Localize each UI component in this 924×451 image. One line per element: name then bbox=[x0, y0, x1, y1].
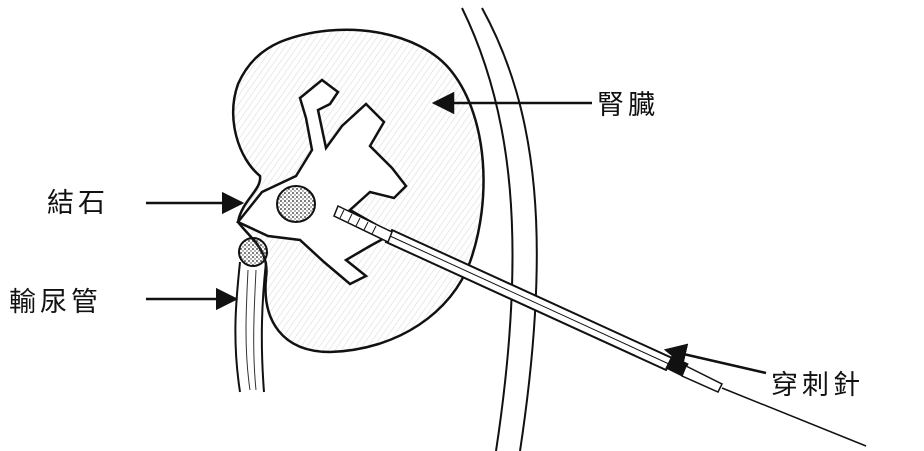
ureter-tube bbox=[235, 262, 266, 392]
ureter-stone-shape bbox=[239, 238, 267, 266]
kidney-label: 腎臓 bbox=[597, 92, 659, 119]
stone-label: 結石 bbox=[47, 190, 109, 217]
needle-label: 穿刺針 bbox=[771, 372, 864, 399]
stone-shape bbox=[277, 186, 315, 222]
ureter-label: 輸尿管 bbox=[9, 289, 102, 316]
